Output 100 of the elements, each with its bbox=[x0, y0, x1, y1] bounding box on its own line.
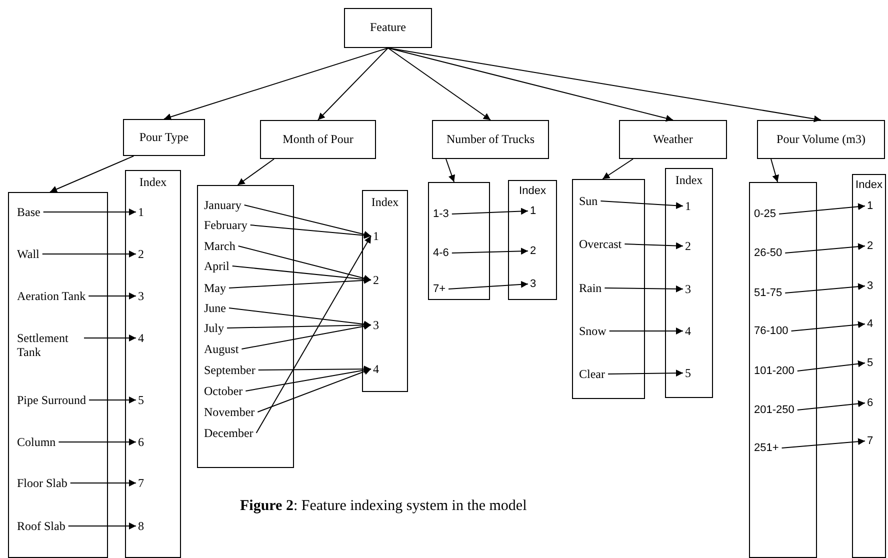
arrow bbox=[50, 156, 134, 192]
value-label: Sun bbox=[579, 194, 598, 208]
category-box: Weather bbox=[619, 120, 727, 159]
index-heading: Index bbox=[370, 195, 400, 210]
index-column-box bbox=[852, 174, 886, 558]
index-number: 4 bbox=[685, 324, 691, 338]
arrow bbox=[446, 158, 456, 182]
value-label: Aeration Tank bbox=[17, 289, 86, 303]
index-number: 2 bbox=[685, 239, 691, 253]
value-label: June bbox=[204, 301, 226, 315]
index-number: 2 bbox=[867, 239, 874, 253]
index-heading: Index bbox=[138, 175, 168, 190]
index-number: 7 bbox=[138, 476, 144, 490]
arrow bbox=[245, 366, 372, 392]
index-number: 2 bbox=[138, 247, 144, 261]
arrow bbox=[781, 438, 866, 448]
arrow bbox=[42, 208, 136, 216]
value-label: May bbox=[204, 281, 226, 295]
arrow bbox=[238, 246, 372, 282]
value-list-box bbox=[572, 179, 645, 399]
value-label: 4-6 bbox=[433, 246, 449, 260]
category-box: Feature bbox=[344, 8, 432, 48]
arrow bbox=[226, 322, 372, 329]
index-number: 3 bbox=[530, 277, 536, 291]
index-number: 1 bbox=[138, 205, 144, 219]
value-label: Floor Slab bbox=[17, 476, 68, 490]
arrow bbox=[796, 360, 866, 372]
index-number: 1 bbox=[530, 204, 536, 218]
value-label: 7+ bbox=[433, 282, 446, 296]
index-number: 1 bbox=[685, 199, 691, 213]
index-number: 3 bbox=[867, 279, 874, 293]
value-label: Clear bbox=[579, 367, 605, 381]
index-number: 4 bbox=[373, 362, 379, 376]
arrow bbox=[256, 236, 372, 434]
arrow bbox=[624, 242, 684, 250]
value-label: 101-200 bbox=[754, 364, 794, 378]
index-number: 3 bbox=[685, 282, 691, 296]
index-heading: Index bbox=[674, 173, 704, 188]
arrow bbox=[241, 322, 372, 350]
index-number: 5 bbox=[138, 393, 144, 407]
arrow bbox=[58, 438, 136, 446]
arrow bbox=[84, 334, 136, 342]
value-label: 26-50 bbox=[754, 246, 782, 260]
value-label: Roof Slab bbox=[17, 519, 66, 533]
arrow bbox=[451, 208, 528, 215]
value-label: Rain bbox=[579, 281, 602, 295]
arrow bbox=[70, 480, 136, 486]
arrow bbox=[244, 204, 372, 238]
arrow bbox=[164, 48, 388, 120]
value-label: Overcast bbox=[579, 237, 622, 251]
value-label: October bbox=[204, 384, 243, 398]
arrow bbox=[228, 308, 372, 328]
value-label: Settlement Tank bbox=[17, 331, 81, 359]
index-number: 1 bbox=[373, 229, 379, 243]
index-column-box bbox=[125, 170, 181, 558]
value-label: December bbox=[204, 426, 254, 440]
index-number: 6 bbox=[867, 396, 874, 410]
value-label: September bbox=[204, 363, 256, 377]
arrow bbox=[608, 370, 684, 377]
value-label: July bbox=[204, 321, 224, 335]
arrow bbox=[250, 224, 372, 239]
index-number: 3 bbox=[373, 318, 379, 332]
arrow bbox=[604, 285, 684, 292]
value-label: 51-75 bbox=[754, 286, 782, 300]
index-heading: Index bbox=[854, 179, 884, 191]
index-number: 4 bbox=[867, 317, 874, 331]
value-label: January bbox=[204, 198, 242, 212]
index-number: 7 bbox=[867, 434, 874, 448]
arrow bbox=[42, 250, 136, 258]
index-number: 2 bbox=[373, 273, 379, 287]
value-label: 251+ bbox=[754, 441, 779, 455]
arrow bbox=[784, 243, 866, 254]
category-box: Pour Type bbox=[123, 119, 205, 156]
arrow bbox=[388, 48, 491, 120]
index-number: 4 bbox=[138, 331, 144, 345]
index-column-box bbox=[508, 180, 557, 300]
index-number: 5 bbox=[867, 356, 874, 370]
value-label: Wall bbox=[17, 247, 40, 261]
value-list-box bbox=[197, 185, 294, 468]
value-label: 76-100 bbox=[754, 324, 788, 338]
value-label: Base bbox=[17, 205, 40, 219]
arrow bbox=[770, 158, 779, 182]
arrow bbox=[448, 280, 528, 290]
value-label: August bbox=[204, 342, 239, 356]
value-label: 1-3 bbox=[433, 207, 449, 221]
arrow bbox=[602, 158, 634, 180]
value-label: Pipe Surround bbox=[17, 393, 86, 407]
index-number: 1 bbox=[867, 199, 874, 213]
arrow bbox=[388, 48, 674, 122]
index-column-box bbox=[362, 190, 408, 392]
arrow bbox=[451, 248, 528, 255]
arrow bbox=[257, 368, 372, 412]
category-box: Pour Volume (m3) bbox=[757, 120, 885, 159]
index-number: 5 bbox=[685, 366, 691, 380]
index-number: 8 bbox=[138, 519, 144, 533]
arrow bbox=[88, 396, 136, 404]
index-number: 3 bbox=[138, 289, 144, 303]
value-label: Column bbox=[17, 435, 56, 449]
arrow bbox=[600, 200, 684, 210]
arrow bbox=[318, 48, 388, 120]
